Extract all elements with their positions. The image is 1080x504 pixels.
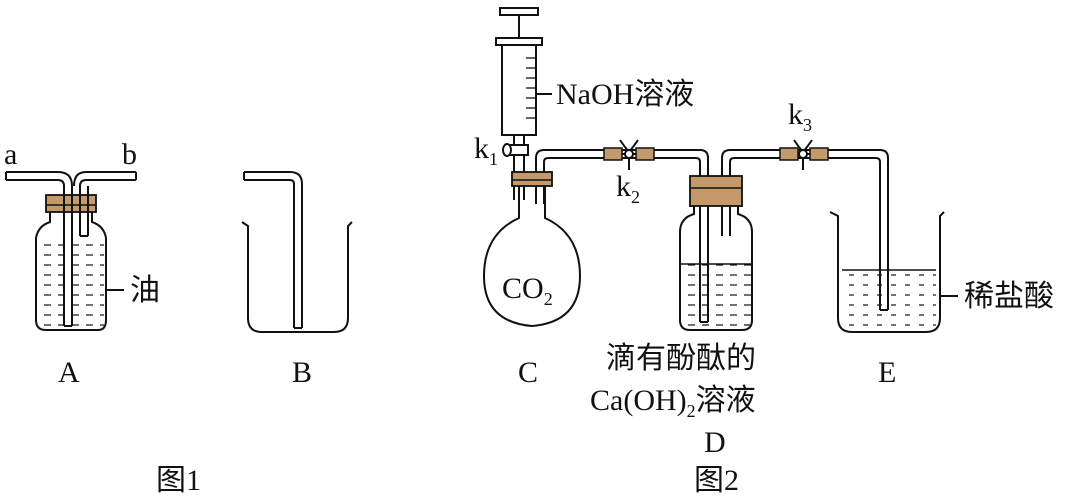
- clamp-k2: [619, 139, 639, 170]
- bottle-D: [679, 175, 753, 331]
- label-A: A: [58, 356, 80, 389]
- bottle-A: [5, 171, 137, 331]
- syringe: [495, 7, 552, 172]
- hcl-label: 稀盐酸: [964, 280, 1054, 313]
- label-D-line1: 滴有酚酞的: [606, 342, 756, 375]
- co2-label: CO2: [502, 272, 553, 309]
- beaker-E: [829, 211, 958, 333]
- label-D-line2: Ca(OH)2溶液: [590, 384, 756, 421]
- k3-label: k3: [788, 98, 812, 135]
- k1-label: k1: [474, 132, 498, 169]
- k2-label: k2: [616, 170, 640, 207]
- label-C: C: [518, 356, 538, 389]
- figure2-caption: 图2: [694, 464, 739, 497]
- flask-C: [482, 171, 582, 328]
- figure1-caption: 图1: [156, 464, 201, 497]
- naoh-label: NaOH溶液: [556, 78, 694, 111]
- tube-b-label: b: [122, 138, 137, 171]
- label-D: D: [704, 426, 726, 459]
- tube-a-label: a: [4, 138, 17, 171]
- oil-label: 油: [130, 274, 160, 307]
- label-E: E: [878, 356, 896, 389]
- label-B: B: [292, 356, 312, 389]
- clamp-k3: [793, 139, 813, 170]
- beaker-B: [241, 171, 353, 333]
- tube-C-D: [535, 147, 709, 176]
